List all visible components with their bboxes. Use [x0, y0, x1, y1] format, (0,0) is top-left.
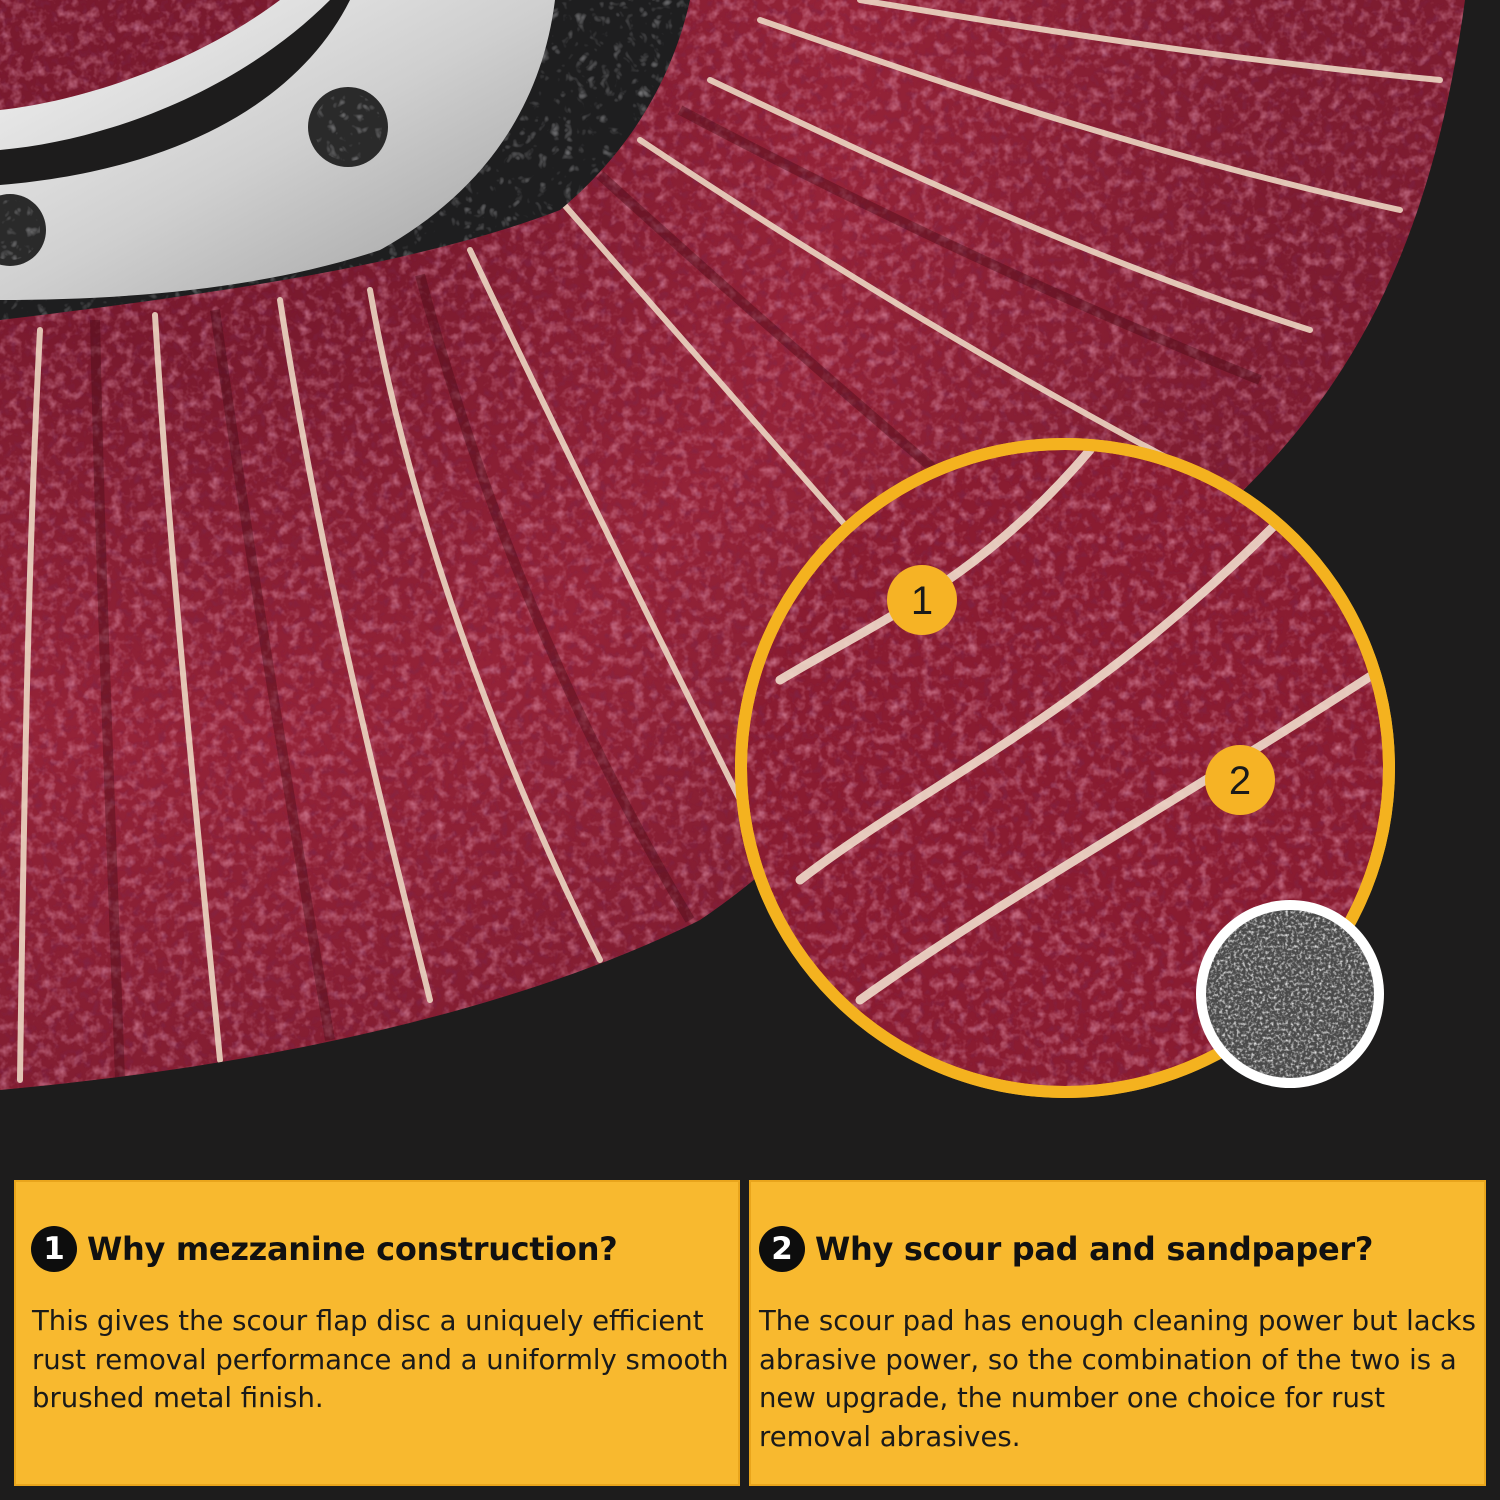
number-badge-2: 2	[759, 1226, 805, 1272]
feature-panel-1: 1 Why mezzanine construction? This gives…	[14, 1180, 740, 1486]
svg-text:1: 1	[911, 579, 933, 623]
feature-panel-2: 2 Why scour pad and sandpaper? The scour…	[749, 1180, 1486, 1486]
feature-title-2: Why scour pad and sandpaper?	[815, 1230, 1374, 1268]
feature-title-1: Why mezzanine construction?	[87, 1230, 618, 1268]
callout-marker-2: 2	[1205, 745, 1275, 815]
feature-description-1: This gives the scour flap disc a uniquel…	[32, 1305, 729, 1414]
metal-hub-ring	[0, 0, 555, 300]
svg-text:2: 2	[1229, 759, 1251, 803]
feature-description-2: The scour pad has enough cleaning power …	[759, 1305, 1476, 1453]
flap-disc-photo: 1 2	[0, 0, 1465, 1098]
feature-heading-1: 1 Why mezzanine construction?	[16, 1226, 738, 1272]
flap-seams	[17, 0, 1443, 1083]
callout-marker-1: 1	[887, 565, 957, 635]
number-badge-1: 1	[31, 1226, 77, 1272]
feature-heading-2: 2 Why scour pad and sandpaper?	[751, 1226, 1484, 1272]
abrasive-grit-inset	[1196, 900, 1384, 1088]
